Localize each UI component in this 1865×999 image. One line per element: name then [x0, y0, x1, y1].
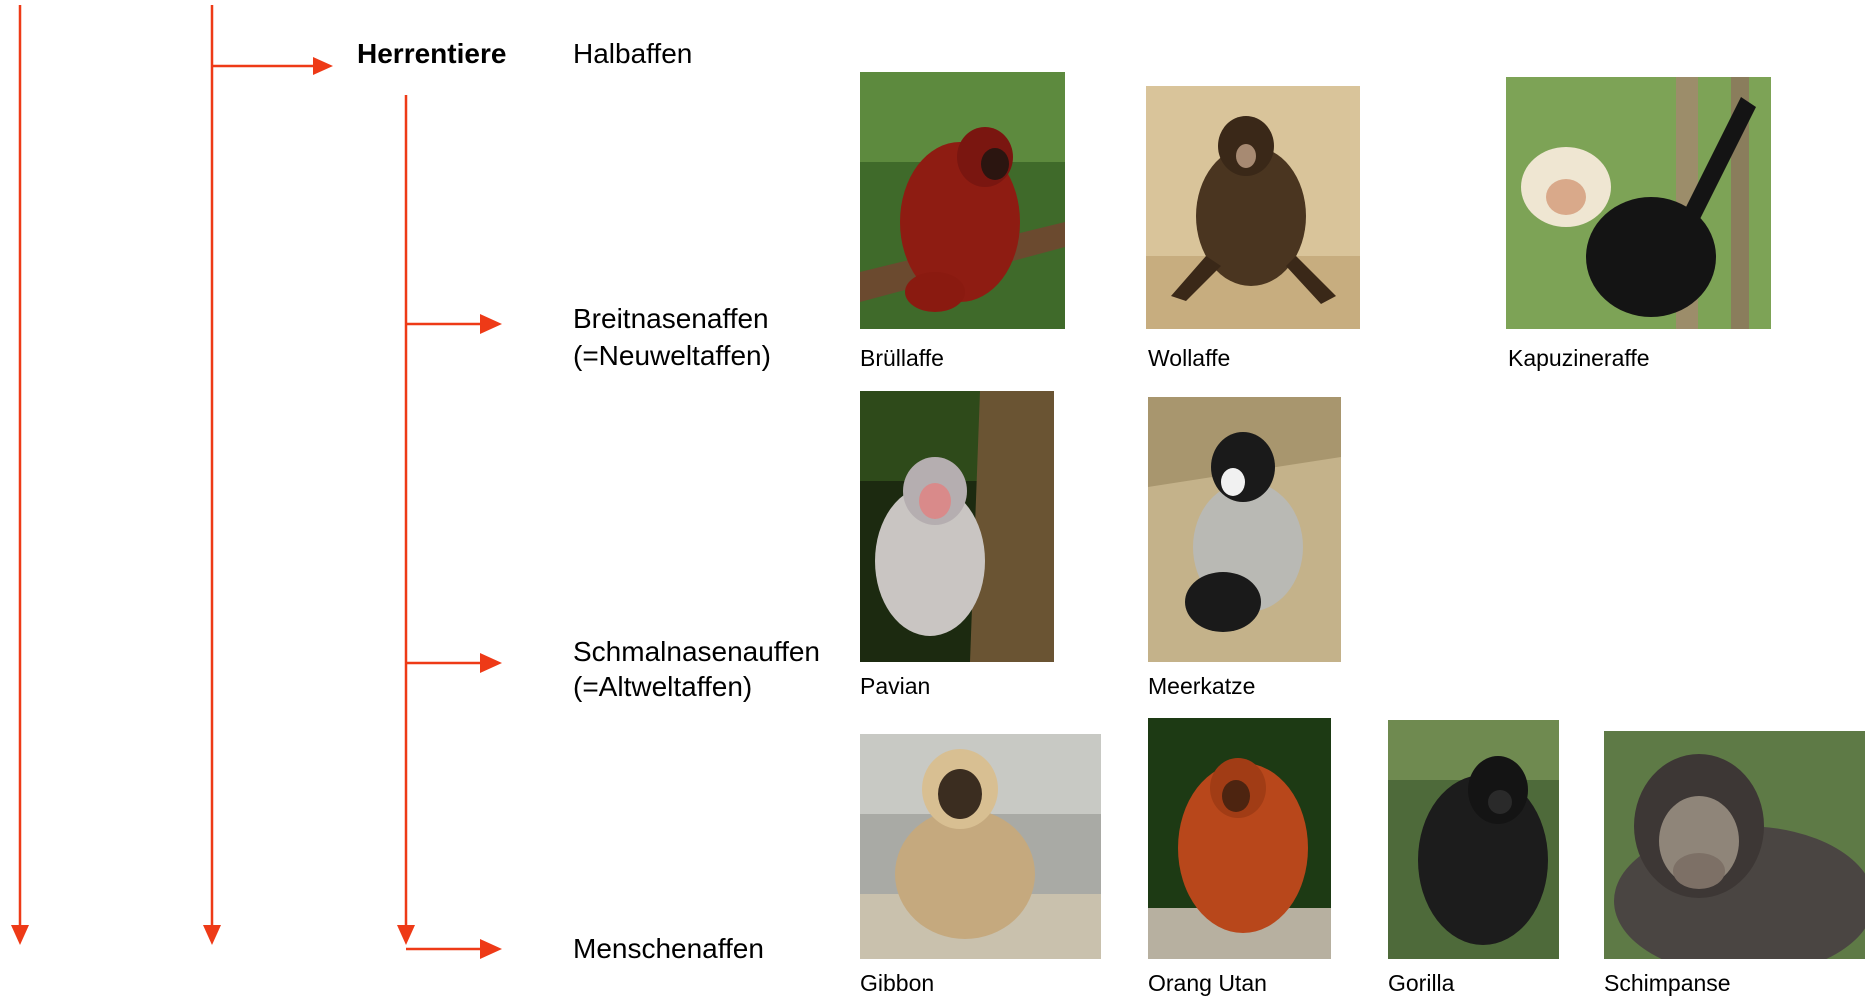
schmalnasenaffen-label: Schmalnasenauffen [573, 635, 820, 669]
menschenaffen-arrowhead [480, 939, 502, 959]
kapuzineraffe-photo [1506, 77, 1771, 329]
breitnasenaffen-label: Breitnasenaffen [573, 302, 769, 336]
altweltaffen-label: (=Altweltaffen) [573, 670, 752, 704]
gorilla-photo [1388, 720, 1559, 959]
meerkatze-photo [1148, 397, 1341, 662]
gibbon-caption: Gibbon [860, 970, 934, 998]
orang-utan-caption: Orang Utan [1148, 970, 1267, 998]
wollaffe-caption: Wollaffe [1148, 345, 1230, 373]
wollaffe-photo [1146, 86, 1360, 329]
orang-utan-photo [1148, 718, 1331, 959]
breitnasen-arrowhead [480, 314, 502, 334]
gibbon-photo [860, 734, 1101, 959]
left-arrowhead [11, 925, 29, 945]
halbaffen-label: Halbaffen [573, 37, 692, 71]
mid-arrowhead [203, 925, 221, 945]
pavian-photo [860, 391, 1054, 662]
meerkatze-caption: Meerkatze [1148, 673, 1255, 701]
primate-arrowhead [397, 925, 415, 945]
herrentiere-arrowhead [313, 57, 333, 75]
schmalnasen-arrowhead [480, 653, 502, 673]
kapuzineraffe-caption: Kapuzineraffe [1508, 345, 1650, 373]
neuweltaffen-label: (=Neuweltaffen) [573, 339, 771, 373]
schimpanse-photo [1604, 731, 1865, 959]
schimpanse-caption: Schimpanse [1604, 970, 1731, 998]
bruellaffe-caption: Brüllaffe [860, 345, 944, 373]
menschenaffen-label: Menschenaffen [573, 932, 764, 966]
pavian-caption: Pavian [860, 673, 930, 701]
bruellaffe-photo [860, 72, 1065, 329]
herrentiere-label: Herrentiere [357, 37, 506, 71]
gorilla-caption: Gorilla [1388, 970, 1454, 998]
